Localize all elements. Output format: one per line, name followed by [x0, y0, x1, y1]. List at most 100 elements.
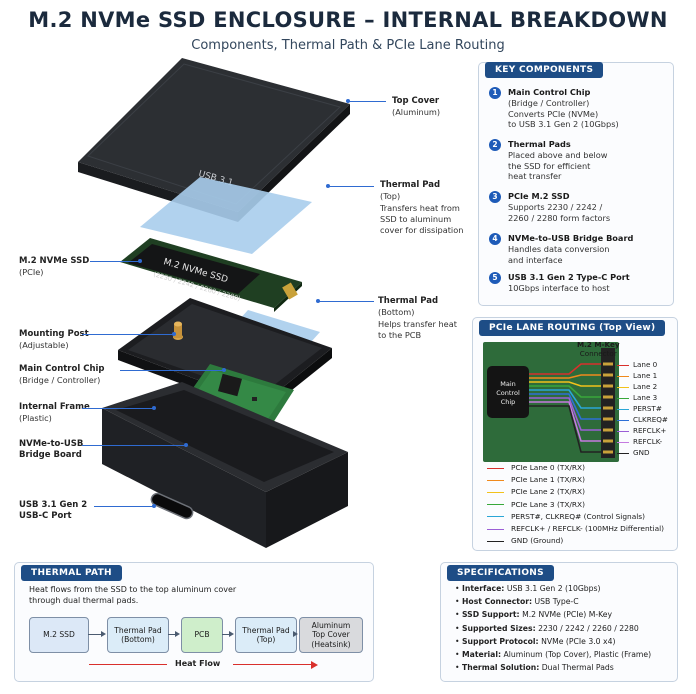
lane-label-swatch [617, 397, 629, 399]
connector-pin [603, 362, 613, 366]
key-component-title: NVMe-to-USB Bridge Board [508, 233, 634, 243]
callout-internal-frame-title: Internal Frame [19, 402, 90, 412]
heat-flow-arrowhead [311, 661, 318, 669]
spec-key: Interface: [461, 584, 505, 593]
lane-trace [529, 363, 601, 375]
lane-trace [529, 401, 601, 442]
spec-bullet: • [455, 636, 462, 646]
callout-thermal-pad-bottom-sub: (Bottom) [378, 307, 415, 317]
leader-thermal-pad-top [328, 186, 374, 187]
lane-trace [529, 374, 601, 379]
callout-thermal-pad-top-title: Thermal Pad [380, 180, 441, 190]
legend-swatch [487, 516, 504, 518]
callout-top-cover-sub: (Aluminum) [392, 107, 441, 117]
heat-flow-line-left [89, 664, 167, 665]
spec-row: • Material: Aluminum (Top Cover), Plasti… [455, 650, 651, 660]
callout-thermal-pad-top-desc-1: Transfers heat from [380, 203, 460, 213]
callout-thermal-pad-bottom-desc-1: Helps transfer heat [378, 319, 457, 329]
legend-label: PCIe Lane 2 (TX/RX) [511, 487, 586, 497]
legend-entry: PCIe Lane 1 (TX/RX) [487, 475, 585, 485]
legend-label: PERST#, CLKREQ# (Control Signals) [511, 511, 646, 521]
lane-label-text: PERST# [633, 404, 662, 413]
callout-ssd-sub: (PCIe) [19, 267, 44, 277]
thermal-step-arrowhead [101, 631, 106, 637]
lane-trace [529, 405, 601, 453]
legend-label: PCIe Lane 1 (TX/RX) [511, 475, 586, 485]
leader-dot-top-cover [346, 99, 350, 103]
connector-pin [603, 406, 613, 410]
legend-entry: GND (Ground) [487, 536, 563, 546]
lane-label-swatch [617, 364, 629, 366]
spec-key: Host Connector: [461, 597, 533, 607]
leader-ssd [90, 261, 140, 262]
spec-value: NVMe (PCIe 3.0 x4) [541, 636, 616, 646]
connector-label: M.2 M-Key Connector [577, 340, 620, 358]
key-component-line: and interface [508, 254, 563, 265]
key-component-item: 1 Main Control Chip (Bridge / Controller… [489, 87, 659, 130]
spec-bullet: • [455, 623, 462, 633]
connector-pin [603, 439, 613, 443]
key-component-title: USB 3.1 Gen 2 Type-C Port [508, 272, 630, 282]
lane-label-text: Lane 3 [633, 393, 658, 402]
connector-pin [603, 417, 613, 421]
key-component-line: 2260 / 2280 form factors [508, 212, 611, 223]
callout-mounting-post: Mounting Post (Adjustable) [19, 329, 89, 351]
spec-value: Aluminum (Top Cover), Plastic (Frame) [503, 650, 652, 659]
chip-label-line: Main [500, 380, 516, 388]
leader-thermal-pad-bottom [318, 301, 374, 302]
ssd-part: M.2 NVMe SSD (2230 / 2242 / 2260 / 2280) [120, 238, 302, 312]
key-component-number: 2 [489, 139, 501, 151]
key-component-number: 3 [489, 191, 501, 203]
callout-main-chip: Main Control Chip (Bridge / Controller) [19, 364, 105, 386]
callout-thermal-pad-bottom: Thermal Pad (Bottom) Helps transfer heat… [378, 296, 457, 341]
lane-label-swatch [617, 419, 629, 421]
spec-row: • SSD Support: M.2 NVMe (PCIe) M-Key [455, 610, 612, 620]
key-component-title: PCIe M.2 SSD [508, 191, 570, 201]
chip-label-line: Chip [501, 398, 516, 406]
lane-label: Lane 0 [617, 360, 657, 369]
spec-value: USB Type-C [534, 597, 579, 607]
leader-dot-mounting-post [172, 332, 176, 336]
spec-bullet: • [455, 597, 462, 607]
connector-pin [603, 428, 613, 432]
lane-label-swatch [617, 430, 629, 432]
callout-ssd: M.2 NVMe SSD (PCIe) [19, 256, 89, 278]
legend-swatch [487, 540, 504, 542]
thermal-step-arrow [222, 634, 229, 635]
callout-usb-port: USB 3.1 Gen 2 USB-C Port [19, 500, 87, 522]
leader-dot-thermal-pad-bottom [316, 299, 320, 303]
leader-dot-internal-frame [152, 406, 156, 410]
lane-label-text: CLKREQ# [633, 415, 668, 424]
legend-swatch [487, 528, 504, 530]
key-component-line: Supports 2230 / 2242 / [508, 201, 603, 212]
connector-label-line: M.2 M-Key [577, 340, 620, 349]
thermal-step-arrowhead [175, 631, 180, 637]
spec-row: • Support Protocol: NVMe (PCIe 3.0 x4) [455, 637, 615, 647]
callout-thermal-pad-top: Thermal Pad (Top) Transfers heat from SS… [380, 180, 463, 236]
thermal-path-panel: THERMAL PATH Heat flows from the SSD to … [14, 562, 374, 682]
lane-label: REFCLK+ [617, 426, 666, 435]
leader-internal-frame [82, 408, 154, 409]
lane-label-swatch [617, 386, 629, 388]
pcie-routing-heading: PCIe LANE ROUTING (Top View) [479, 320, 666, 336]
leader-dot-thermal-pad-top [326, 184, 330, 188]
spec-key: SSD Support: [461, 610, 520, 620]
key-component-item: 5 USB 3.1 Gen 2 Type-C Port 10Gbps inter… [489, 272, 659, 294]
callout-main-chip-title: Main Control Chip [19, 364, 105, 374]
thermal-step-label: Aluminum [311, 620, 351, 630]
spec-value: M.2 NVMe (PCIe) M-Key [522, 610, 613, 620]
thermal-step-box: Thermal Pad(Top) [235, 617, 297, 653]
spec-value: USB 3.1 Gen 2 (10Gbps) [506, 584, 601, 593]
leader-bridge-board [82, 445, 186, 446]
key-component-line: the SSD for efficient [508, 160, 591, 171]
thermal-path-description: Heat flows from the SSD to the top alumi… [29, 585, 236, 606]
key-component-number: 1 [489, 87, 501, 99]
legend-swatch [487, 479, 504, 481]
lane-trace [529, 385, 601, 398]
thermal-step-label: (Heatsink) [311, 639, 351, 649]
key-component-title: Thermal Pads [508, 139, 571, 149]
legend-entry: REFCLK+ / REFCLK- (100MHz Differential) [487, 524, 664, 534]
leader-mounting-post [82, 334, 174, 335]
callout-internal-frame: Internal Frame (Plastic) [19, 402, 90, 424]
